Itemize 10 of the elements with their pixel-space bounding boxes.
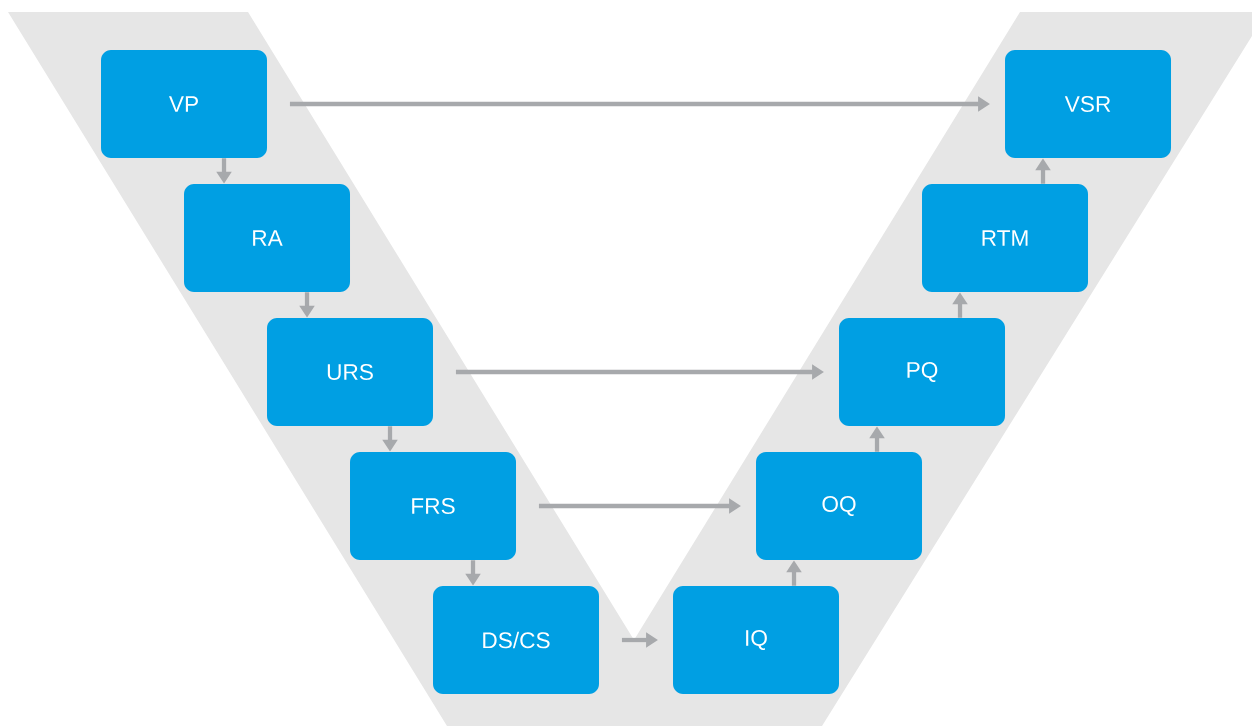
process-box: VP	[101, 50, 267, 158]
process-box: FRS	[350, 452, 516, 560]
process-box: RA	[184, 184, 350, 292]
process-box: URS	[267, 318, 433, 426]
process-box: DS/CS	[433, 586, 599, 694]
process-box: VSR	[1005, 50, 1171, 158]
process-box: OQ	[756, 452, 922, 560]
process-box: IQ	[673, 586, 839, 694]
process-box: RTM	[922, 184, 1088, 292]
process-box: PQ	[839, 318, 1005, 426]
